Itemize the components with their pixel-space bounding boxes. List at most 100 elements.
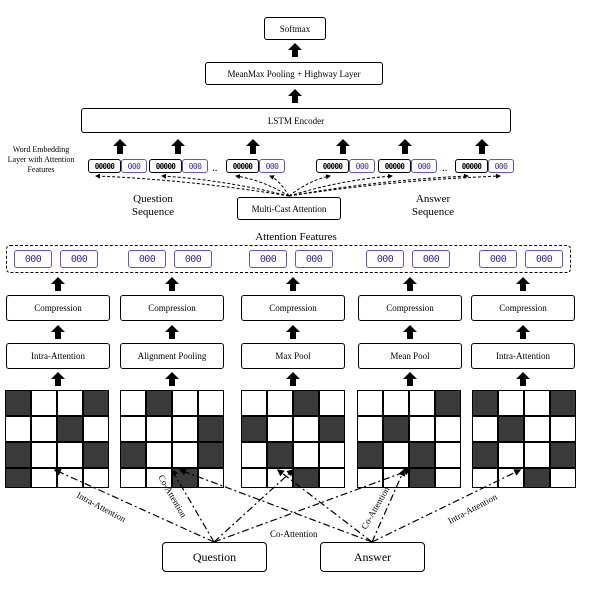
attention-matrix [357, 390, 461, 490]
matrix-cell [120, 390, 146, 416]
matrix-cell [146, 390, 172, 416]
feature-vector: 000 [366, 250, 404, 268]
ellipsis: .. [212, 162, 218, 174]
matrix-cell [524, 390, 550, 416]
flow-arrow [475, 139, 489, 154]
compression-box: Compression [120, 295, 224, 321]
matrix-cell [57, 442, 83, 468]
matrix-cell [383, 416, 409, 442]
answer-input-box: Answer [320, 542, 425, 572]
feature-vector: 000 [14, 250, 52, 268]
matrix-cell [198, 416, 224, 442]
softmax-box: Softmax [264, 17, 326, 40]
matrix-cell [435, 390, 461, 416]
edge-label-co-right: Co-Attention [359, 484, 392, 531]
matrix-cell [550, 390, 576, 416]
matrix-cell [241, 442, 267, 468]
matrix-cell [293, 416, 319, 442]
flow-arrow [403, 325, 417, 339]
attention-feature-vector: 000 [182, 159, 208, 173]
flow-arrow [336, 139, 350, 154]
matrix-cell [5, 468, 31, 488]
matrix-cell [357, 416, 383, 442]
edge-label-intra-right: Intra-Attention [446, 491, 499, 525]
matrix-cell [83, 416, 109, 442]
matrix-cell [383, 468, 409, 488]
matrix-cell [57, 390, 83, 416]
attention-matrix [5, 390, 109, 490]
matrix-cell [472, 416, 498, 442]
matrix-cell [267, 442, 293, 468]
flow-arrow [51, 277, 65, 291]
matrix-cell [498, 390, 524, 416]
operation-box: Intra-Attention [471, 343, 575, 369]
matrix-cell [383, 390, 409, 416]
word-vector: 00000 [88, 159, 121, 173]
flow-arrow [165, 277, 179, 291]
matrix-cell [172, 468, 198, 488]
feature-vector: 000 [479, 250, 517, 268]
multicast-link [235, 174, 290, 197]
matrix-cell [120, 416, 146, 442]
matrix-cell [409, 468, 435, 488]
matrix-cell [472, 468, 498, 488]
matrix-cell [409, 390, 435, 416]
flow-arrow [286, 372, 300, 386]
matrix-cell [498, 442, 524, 468]
attention-feature-vector: 000 [411, 159, 437, 173]
matrix-cell [172, 390, 198, 416]
matrix-cell [524, 416, 550, 442]
matrix-cell [120, 442, 146, 468]
matrix-cell [172, 416, 198, 442]
matrix-cell [267, 468, 293, 488]
matrix-cell [357, 390, 383, 416]
matrix-cell [241, 390, 267, 416]
matrix-cell [435, 416, 461, 442]
matrix-cell [31, 442, 57, 468]
answer-sequence-label: Answer Sequence [411, 193, 455, 218]
feature-vector: 000 [412, 250, 450, 268]
multicast-attention-box: Multi-Cast Attention [237, 197, 341, 220]
matrix-cell [319, 442, 345, 468]
word-vector: 00000 [378, 159, 411, 173]
matrix-cell [57, 468, 83, 488]
matrix-cell [57, 416, 83, 442]
flow-arrow [51, 372, 65, 386]
matrix-cell [524, 442, 550, 468]
matrix-cell [241, 416, 267, 442]
matrix-cell [383, 442, 409, 468]
attention-features-label: Attention Features [255, 231, 337, 243]
flow-arrow [171, 139, 185, 154]
compression-box: Compression [358, 295, 462, 321]
matrix-cell [472, 390, 498, 416]
attention-feature-vector: 000 [121, 159, 147, 173]
matrix-cell [198, 442, 224, 468]
matrix-cell [435, 442, 461, 468]
feature-vector: 000 [174, 250, 212, 268]
embedding-layer-label: Word Embedding Layer with Attention Feat… [7, 145, 75, 174]
multicast-link [288, 174, 331, 197]
matrix-cell [241, 468, 267, 488]
flow-arrow [246, 139, 260, 154]
question-input-box: Question [162, 542, 267, 572]
matrix-cell [319, 390, 345, 416]
word-vector: 00000 [316, 159, 349, 173]
matrix-cell [293, 468, 319, 488]
flow-arrow [286, 325, 300, 339]
flow-arrow [398, 139, 412, 154]
matrix-cell [120, 468, 146, 488]
matrix-cell [146, 416, 172, 442]
compression-box: Compression [471, 295, 575, 321]
attention-feature-vector: 000 [488, 159, 514, 173]
attention-matrix [472, 390, 576, 490]
feature-vector: 000 [295, 250, 333, 268]
multicast-link [288, 173, 393, 197]
multicast-link [269, 175, 290, 197]
word-vector: 00000 [455, 159, 488, 173]
multicast-link [288, 173, 501, 197]
flow-arrow [51, 325, 65, 339]
matrix-cell [498, 468, 524, 488]
matrix-cell [550, 442, 576, 468]
flow-arrow [288, 89, 302, 103]
attention-matrix [241, 390, 345, 490]
